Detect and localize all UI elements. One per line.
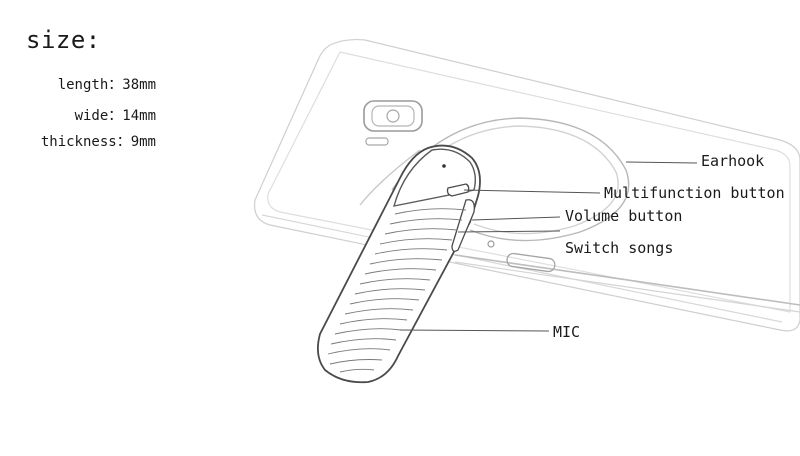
callout-mic: MIC	[553, 323, 581, 341]
spec-length-label: length	[57, 77, 109, 93]
spec-thickness-sep: ：	[116, 134, 131, 150]
earpiece-led	[442, 164, 446, 168]
spec-wide-sep: ：	[108, 108, 123, 124]
spec-thickness-label: thickness	[40, 134, 117, 150]
camera-lens	[386, 109, 400, 123]
callout-earhook: Earhook	[701, 152, 765, 170]
phone-bottom-line-2	[454, 261, 800, 313]
flash-sensor	[365, 137, 389, 146]
earhook-loop-inner	[399, 125, 619, 235]
spec-length-sep: ：	[108, 77, 123, 93]
size-heading: size:	[26, 26, 101, 54]
spec-wide-label: wide	[74, 108, 109, 124]
switch-leader	[457, 230, 561, 233]
earhook-leader	[625, 161, 698, 164]
spec-thickness: thickness：9mm	[0, 131, 156, 151]
spec-wide-value: 14mm	[122, 108, 156, 124]
camera-housing-inner	[371, 105, 415, 127]
earhook-stem	[359, 149, 421, 206]
multifunction-button-shape	[446, 183, 470, 197]
earpiece-body	[316, 144, 481, 384]
phone-sketch	[253, 38, 800, 332]
phone-inner-edge	[267, 51, 791, 313]
callout-volume-button: Volume button	[565, 207, 683, 225]
callout-switch-songs: Switch songs	[565, 239, 674, 257]
spec-length: length：38mm	[0, 74, 156, 94]
multifunction-leader	[463, 189, 601, 194]
side-button-slot	[506, 252, 556, 273]
spec-length-value: 38mm	[122, 77, 156, 93]
phone-outline	[253, 38, 800, 332]
phone-bottom-line	[454, 254, 800, 306]
volume-button-shape	[451, 199, 475, 252]
spec-wide: wide：14mm	[0, 105, 156, 125]
earpiece-texture	[327, 208, 467, 373]
earhook-sketch	[359, 117, 630, 242]
volume-leader	[471, 216, 561, 221]
leader-lines	[399, 161, 698, 332]
mic-leader	[399, 329, 550, 332]
phone-port	[487, 240, 495, 248]
phone-side-edge	[261, 214, 783, 323]
earhook-loop	[391, 117, 630, 242]
callout-multifunction-button: Multifunction button	[604, 184, 785, 202]
spec-thickness-value: 9mm	[130, 134, 156, 150]
camera-housing	[363, 100, 423, 132]
earpiece-outline	[316, 144, 481, 384]
